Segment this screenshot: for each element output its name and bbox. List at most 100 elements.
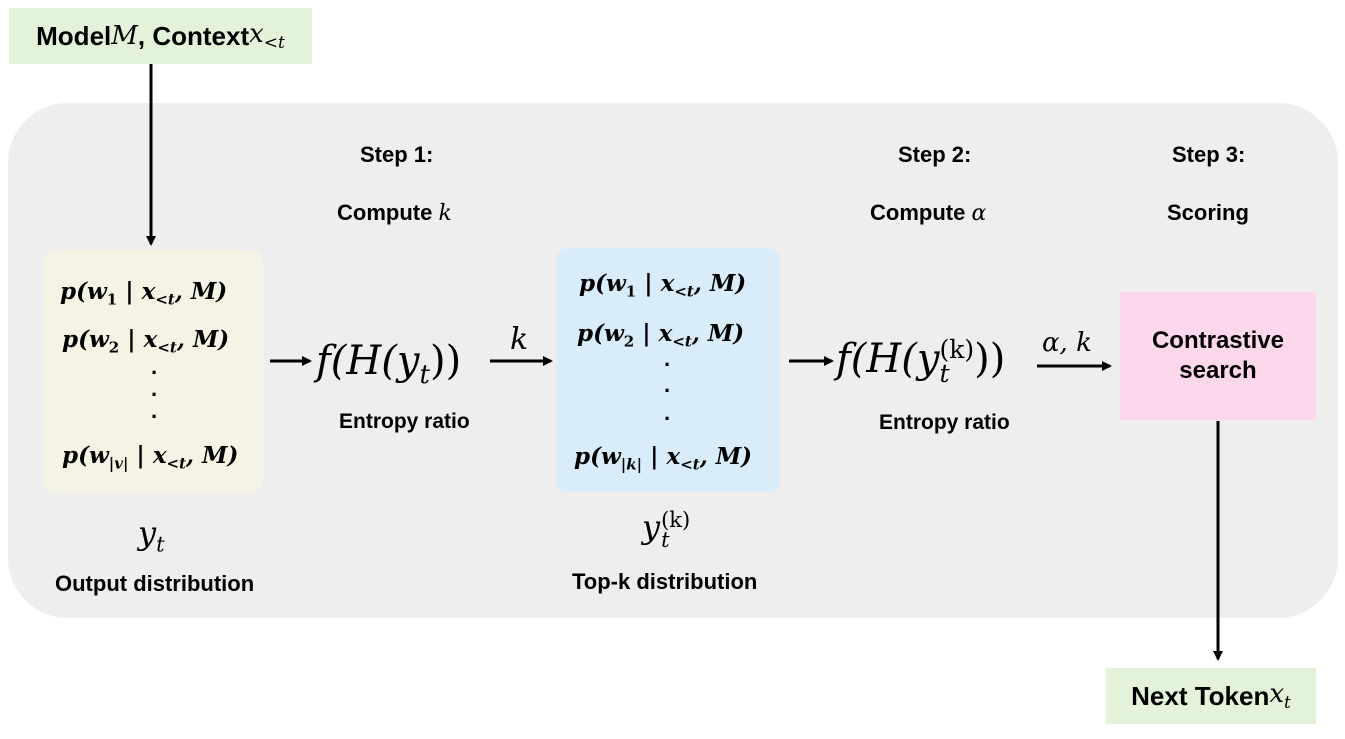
topk-distribution-box [556, 248, 780, 492]
row-rest: , M) [691, 320, 745, 347]
y-var: y [642, 508, 661, 546]
f-open: f(H( [316, 338, 397, 384]
step1-title: Step 1: [360, 142, 434, 167]
output-distribution-box [44, 250, 263, 493]
topk-dist-row-2: p(w2 | x<t, M) [577, 320, 744, 351]
row-w-sub: |v| [108, 454, 129, 473]
y-var: y [138, 514, 157, 552]
y-sub: t [661, 527, 670, 552]
topk-dist-row-k: p(w|k| | x<t, M) [574, 443, 752, 474]
row-p: p( [577, 320, 604, 347]
row-rest: , M) [176, 326, 230, 353]
ellipsis-dot: · [151, 382, 159, 407]
f-close: )) [974, 336, 1006, 382]
row-x: x [141, 278, 156, 305]
row-w: w [86, 278, 107, 305]
formula-sub: t [939, 359, 950, 388]
row-p: p( [574, 443, 601, 470]
row-rest: , M) [186, 442, 239, 469]
output-dist-symbol: yt [138, 514, 165, 556]
row-given: | [636, 270, 661, 297]
entropy-caption-1: Entropy ratio [339, 410, 470, 433]
contrastive-search-box: Contrastive search [1120, 292, 1316, 420]
ellipsis-dot: · [664, 378, 672, 403]
row-w-sub: |k| [620, 455, 643, 474]
topk-dist-symbol: y(k)t [642, 508, 690, 550]
row-w: w [88, 442, 109, 469]
row-x-sub: <t [672, 332, 692, 351]
contrastive-line-2: search [1179, 357, 1257, 384]
token-var: x [1269, 678, 1285, 709]
formula-y: y [396, 338, 420, 384]
row-w: w [88, 326, 109, 353]
next-token-output: Next Token xt [1106, 668, 1316, 724]
model-context-input: Model M , Context x<t [9, 8, 312, 64]
y-sub: t [156, 532, 165, 557]
row-x: x [658, 320, 673, 347]
row-x-sub: <t [680, 455, 700, 474]
formula-sup: (k) [939, 335, 975, 364]
row-p: p( [62, 326, 89, 353]
row-given: | [128, 442, 153, 469]
y-sup: (k) [661, 507, 691, 532]
row-x-sub: <t [166, 454, 187, 473]
row-given: | [119, 326, 144, 353]
f-open: f(H( [836, 336, 917, 382]
output-token-symbol: xt [1269, 679, 1291, 713]
row-rest: , M) [693, 270, 747, 297]
input-label-mid: , Context [137, 20, 250, 51]
contrastive-line-1: Contrastive [1151, 327, 1285, 354]
input-label: Model [36, 20, 112, 51]
output-dist-caption: Output distribution [55, 571, 255, 596]
topk-dist-row-1: p(w1 | x<t, M) [579, 270, 746, 301]
step2-symbol: α [971, 201, 987, 226]
row-w-sub: 1 [106, 290, 118, 309]
row-p: p( [62, 442, 89, 469]
row-w: w [600, 443, 621, 470]
row-x-sub: <t [155, 290, 175, 309]
row-given: | [117, 278, 142, 305]
topk-dist-caption: Top-k distribution [572, 569, 758, 594]
row-x: x [660, 270, 675, 297]
row-x-sub: <t [674, 282, 694, 301]
formula-y: y [916, 336, 940, 382]
row-given: | [642, 443, 667, 470]
step3-title: Step 3: [1172, 142, 1246, 167]
step2-subtitle: Compute α [870, 200, 986, 226]
row-x: x [143, 326, 158, 353]
row-w-sub: 2 [623, 332, 635, 351]
context-var: x [249, 18, 264, 49]
ellipsis-dot: · [664, 406, 672, 431]
step1-symbol: k [438, 201, 452, 226]
row-p: p( [60, 278, 87, 305]
ellipsis-dot: · [151, 360, 159, 385]
output-token-label: Next Token [1131, 680, 1270, 711]
row-w-sub: 2 [108, 338, 120, 357]
step2-title: Step 2: [898, 142, 972, 167]
row-given: | [634, 320, 659, 347]
output-dist-row-1: p(w1 | x<t, M) [60, 278, 227, 309]
ellipsis-dot: · [151, 404, 159, 429]
entropy-formula-2: f(H(y(k)t)) [836, 336, 1005, 386]
row-w: w [605, 270, 626, 297]
row-rest: , M) [174, 278, 228, 305]
ellipsis-dot: · [664, 352, 672, 377]
entropy-caption-2: Entropy ratio [879, 411, 1010, 434]
arrow1-label: k [510, 322, 529, 357]
row-x: x [152, 442, 167, 469]
f-close: )) [429, 338, 462, 384]
context-sub: <t [263, 33, 285, 54]
output-dist-row-2: p(w2 | x<t, M) [62, 326, 229, 357]
row-w-sub: 1 [625, 282, 637, 301]
arrow2-label: α, k [1042, 328, 1092, 358]
row-w: w [603, 320, 624, 347]
context-symbol: x<t [249, 19, 285, 53]
formula-sub: t [419, 360, 430, 390]
step1-subtitle: Compute k [337, 200, 452, 226]
entropy-formula-1: f(H(yt)) [316, 338, 461, 390]
row-x: x [666, 443, 681, 470]
row-rest: , M) [699, 443, 753, 470]
step3-subtitle: Scoring [1167, 200, 1249, 225]
row-p: p( [579, 270, 606, 297]
token-sub: t [1284, 693, 1291, 714]
